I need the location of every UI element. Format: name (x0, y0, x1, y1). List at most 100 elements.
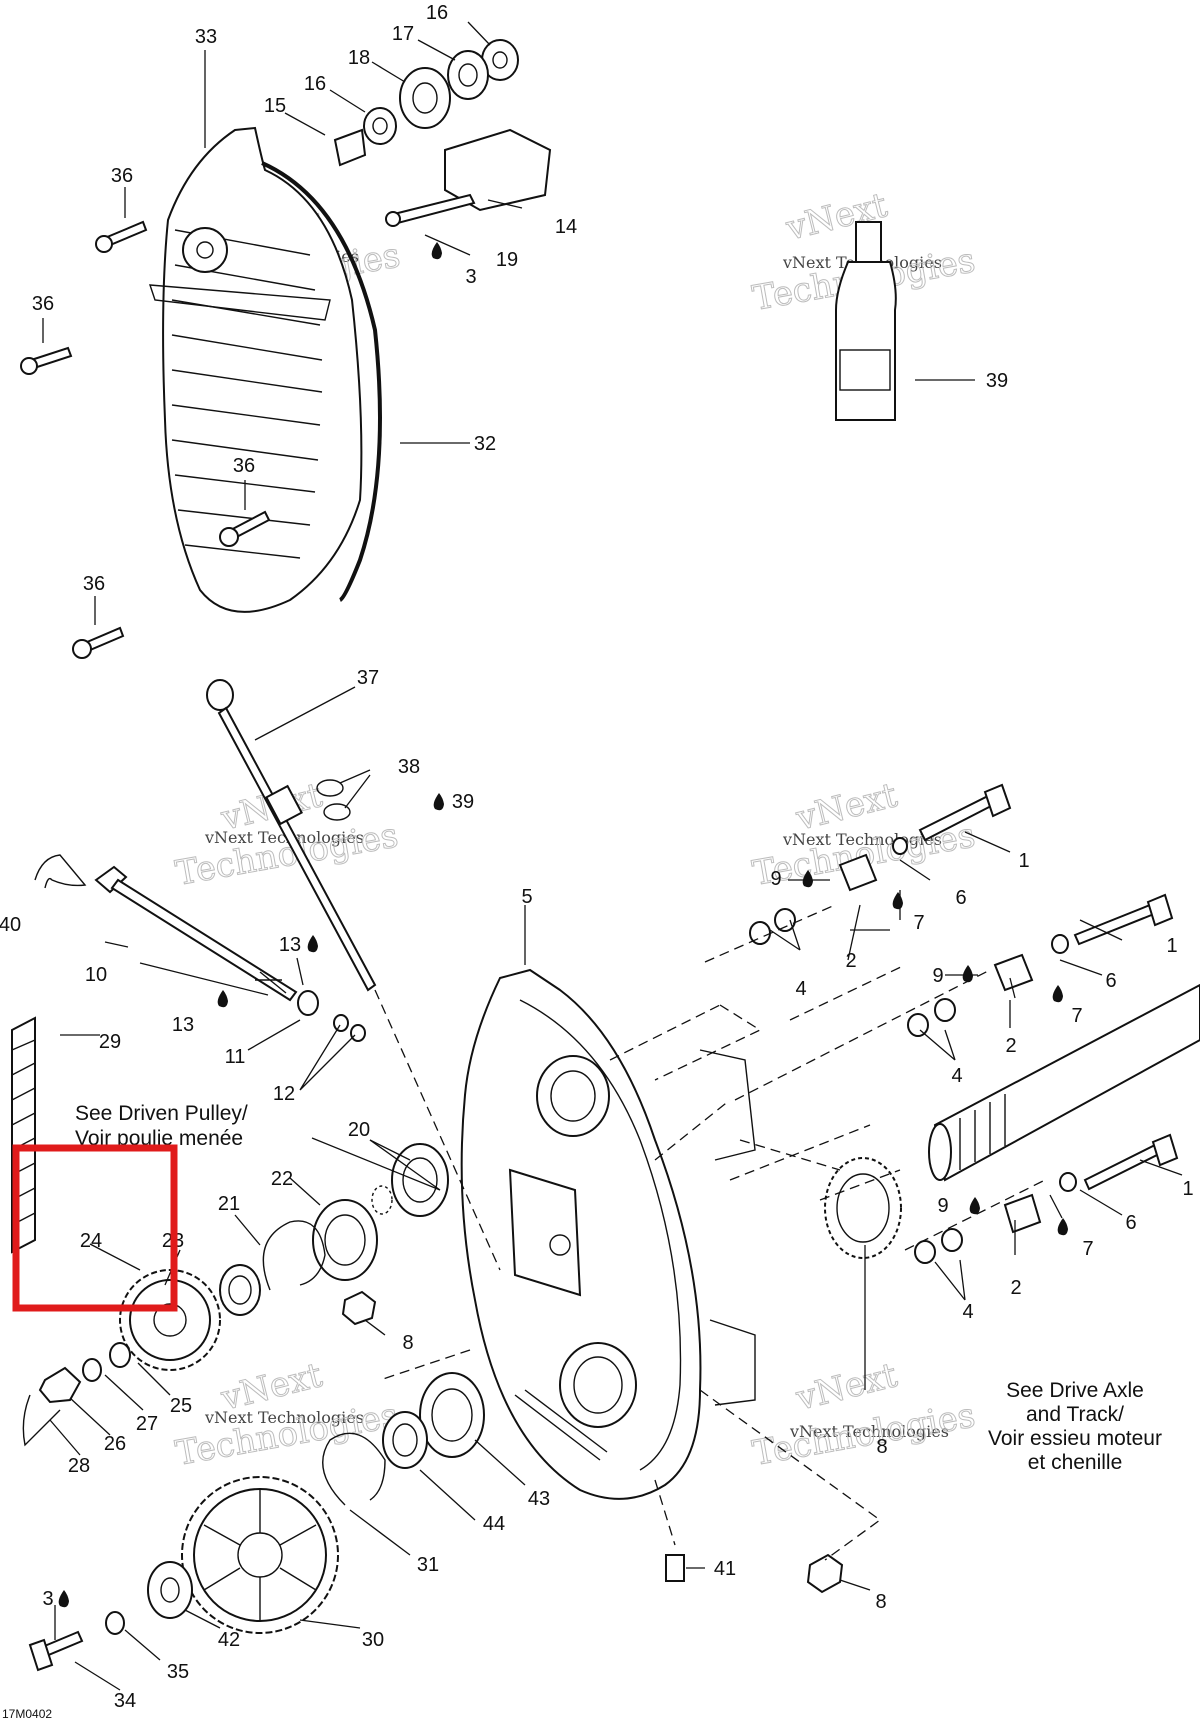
highlight-box (12, 1144, 178, 1312)
callout-7: 7 (1082, 1238, 1093, 1260)
callout-2: 2 (1005, 1035, 1016, 1057)
callout-11: 11 (225, 1046, 246, 1068)
callout-24: 24 (80, 1230, 102, 1252)
washer-12b (350, 1024, 366, 1042)
callout-43: 43 (528, 1488, 550, 1510)
svg-text:Technologies: Technologies (750, 1395, 979, 1473)
callout-2: 2 (845, 950, 856, 972)
callout-9: 9 (770, 868, 781, 890)
cover-bolts (20, 220, 271, 659)
right-hardware-middle (907, 893, 1174, 1037)
oil-drop-icon (962, 965, 973, 983)
callout-7: 7 (1071, 1005, 1082, 1027)
oil-drop-icon (1052, 985, 1063, 1003)
callout-37: 37 (357, 667, 379, 689)
callout-8: 8 (402, 1332, 413, 1354)
svg-text:vNext: vNext (792, 1355, 902, 1419)
callout-42: 42 (218, 1629, 240, 1651)
assembly-axis-lines (374, 904, 1046, 1561)
o-ring-upper (316, 779, 344, 797)
washer-12a (333, 1014, 349, 1032)
note-driven-pulley: See Driven Pulley/ Voir poulie menée (75, 1102, 248, 1150)
callout-41: 41 (714, 1558, 736, 1580)
callout-3: 3 (465, 266, 476, 288)
callout-38: 38 (398, 756, 420, 778)
oil-drop-icon (802, 870, 813, 888)
callout-17: 17 (392, 23, 414, 45)
callout-8: 8 (875, 1591, 886, 1613)
cover-gasket (261, 161, 382, 602)
callout-36: 36 (83, 573, 105, 595)
svg-text:vNext Technologies: vNext Technologies (204, 828, 364, 847)
o-ring-lower (323, 803, 351, 821)
oil-drop-icon (969, 1197, 980, 1215)
svg-text:See Drive Axle: See Drive Axle (1006, 1379, 1144, 1402)
callout-21: 21 (218, 1193, 240, 1215)
tensioner-bolt (94, 865, 298, 1002)
callout-28: 28 (68, 1455, 90, 1477)
hairpin-clip (34, 854, 87, 889)
callout-8: 8 (876, 1436, 887, 1458)
lower-sprocket-stack (28, 1372, 485, 1672)
callout-36: 36 (32, 293, 54, 315)
svg-text:vNext Technologies: vNext Technologies (789, 1422, 949, 1441)
callout-3: 3 (42, 1588, 53, 1610)
callout-22: 22 (271, 1168, 293, 1190)
svg-text:and Track/: and Track/ (1026, 1403, 1124, 1426)
callout-44: 44 (483, 1513, 505, 1535)
callout-31: 31 (417, 1554, 439, 1576)
callout-34: 34 (114, 1690, 136, 1712)
callout-39: 39 (452, 791, 474, 813)
chaincase-cover (149, 126, 363, 613)
oil-drop-icon (431, 242, 442, 260)
callout-29: 29 (99, 1031, 121, 1053)
callout-6: 6 (955, 887, 966, 909)
callout-39: 39 (986, 370, 1008, 392)
chaincase-housing (460, 968, 756, 1500)
upper-sprocket-stack (22, 1143, 449, 1447)
watermark-bottom-left: vNext vNext Technologies Technologies (172, 1355, 402, 1475)
svg-text:et chenille: et chenille (1028, 1451, 1123, 1474)
drive-axle-shaft (928, 983, 1200, 1182)
callout-18: 18 (348, 47, 370, 69)
callout-30: 30 (362, 1629, 384, 1651)
callout-4: 4 (962, 1301, 973, 1323)
nut-8-lower (806, 1553, 844, 1594)
drawing-code: 17M0402 (2, 1707, 52, 1721)
callout-36: 36 (111, 165, 133, 187)
top-bearing-parts (333, 39, 552, 227)
callout-27: 27 (136, 1413, 158, 1435)
callout-2: 2 (1010, 1277, 1021, 1299)
callout-13: 13 (172, 1014, 194, 1036)
callout-6: 6 (1105, 970, 1116, 992)
callout-7: 7 (913, 912, 924, 934)
callout-15: 15 (264, 95, 286, 117)
right-hardware-bottom (914, 1133, 1179, 1264)
oil-drop-icon (307, 935, 318, 953)
callout-1: 1 (1018, 850, 1029, 872)
callout-19: 19 (496, 249, 518, 271)
callout-4: 4 (795, 978, 806, 1000)
callout-1: 1 (1166, 935, 1177, 957)
right-hardware-top (749, 783, 1012, 945)
callout-35: 35 (167, 1661, 189, 1683)
callout-1: 1 (1182, 1178, 1193, 1200)
callout-10: 10 (85, 964, 107, 986)
svg-text:vNext Technologies: vNext Technologies (204, 1408, 364, 1427)
oil-drop-icon (433, 793, 444, 811)
svg-text:Voir essieu moteur: Voir essieu moteur (988, 1427, 1162, 1450)
leader-lines (42, 21, 1183, 1691)
callout-40: 40 (0, 914, 21, 936)
svg-text:Voir poulie menée: Voir poulie menée (75, 1127, 243, 1150)
callout-33: 33 (195, 26, 217, 48)
callout-13: 13 (279, 934, 301, 956)
callout-4: 4 (951, 1065, 962, 1087)
axle-sprocket (824, 1157, 902, 1259)
callout-36: 36 (233, 455, 255, 477)
dipstick (206, 679, 377, 992)
callout-9: 9 (937, 1195, 948, 1217)
oil-drop-icon (1057, 1218, 1068, 1236)
callout-12: 12 (273, 1083, 295, 1105)
drain-plug (665, 1554, 685, 1582)
